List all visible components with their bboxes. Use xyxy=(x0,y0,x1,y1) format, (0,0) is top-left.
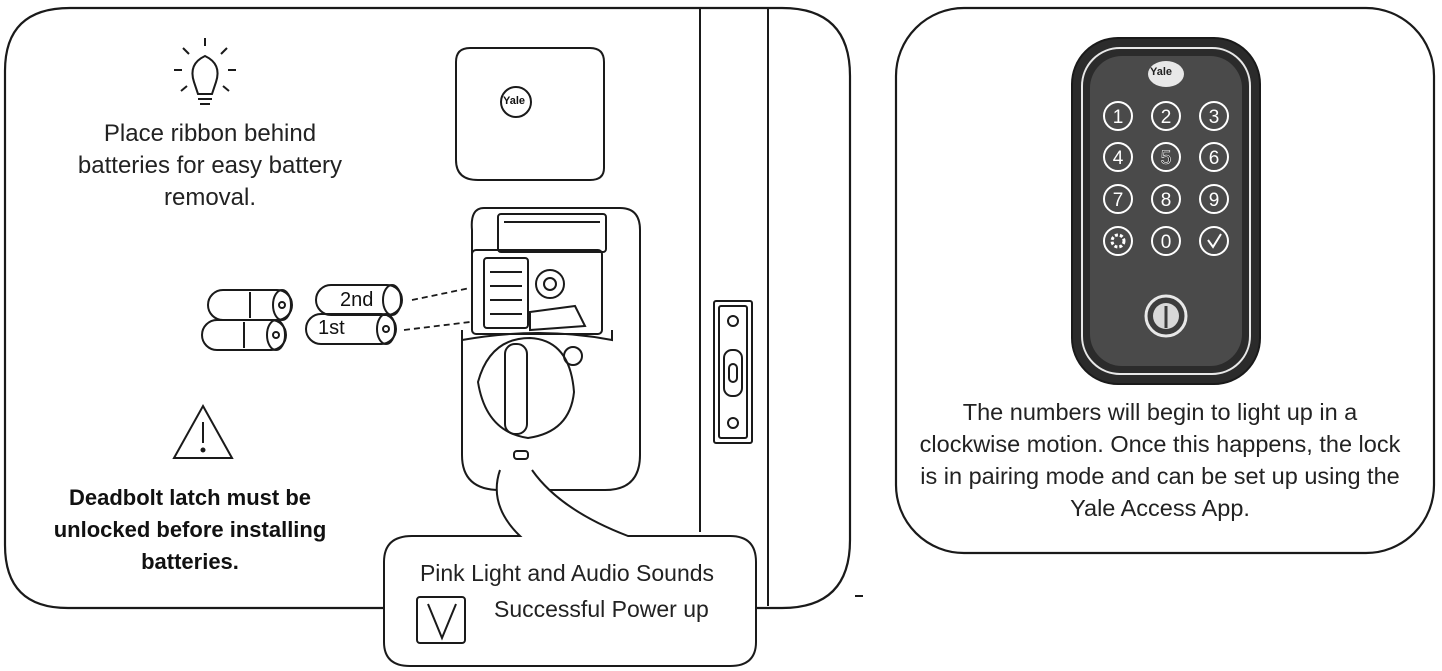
tip-text: Place ribbon behind batteries for easy b… xyxy=(77,120,343,211)
cover-brand-logo: Yale xyxy=(503,95,526,107)
callout-line-2: Successful Power up xyxy=(494,596,709,622)
keypad-key-label: 9 xyxy=(1209,190,1220,211)
keypad-key-label: 3 xyxy=(1209,107,1220,128)
lock-body xyxy=(461,207,641,491)
keypad-key: 9 xyxy=(1199,184,1229,214)
battery-cover xyxy=(455,47,605,181)
warning-triangle-icon xyxy=(172,403,234,459)
insert-guide-line xyxy=(403,321,471,331)
keypad-key: 1 xyxy=(1103,101,1133,131)
callout-line-1: Pink Light and Audio Sounds xyxy=(419,560,715,586)
keypad-key: 6 xyxy=(1199,142,1229,172)
keypad-key: 7 xyxy=(1103,184,1133,214)
spare-battery xyxy=(201,319,287,351)
keypad-key-label: 1 xyxy=(1113,107,1124,128)
keypad-key-label: 2 xyxy=(1161,107,1172,128)
checkmark-icon xyxy=(416,596,466,644)
strike-plate xyxy=(713,300,753,444)
pairing-description: The numbers will begin to light up in a … xyxy=(919,399,1401,521)
battery-1st xyxy=(305,313,397,345)
keypad-key: 0 xyxy=(1151,226,1181,256)
keypad-logo xyxy=(1148,61,1184,87)
keypad-key-label: 0 xyxy=(1161,232,1172,253)
battery-2nd-label: 2nd xyxy=(340,289,374,311)
keypad-key: 5 xyxy=(1151,142,1181,172)
keypad-brand-logo: Yale xyxy=(1150,66,1173,78)
warning-text: Deadbolt latch must be unlocked before i… xyxy=(53,485,327,574)
spare-battery xyxy=(207,289,293,321)
keypad-lock: 1 2 3 4 5 6 7 8 9 0 xyxy=(1071,37,1261,385)
keypad-key-label: 4 xyxy=(1113,148,1124,169)
callout-bubble xyxy=(383,469,757,667)
keypad-key: 2 xyxy=(1151,101,1181,131)
key-icon xyxy=(1144,294,1188,338)
insert-guide-line xyxy=(411,287,471,301)
keypad-key: 8 xyxy=(1151,184,1181,214)
keypad-key-label: 6 xyxy=(1209,148,1220,169)
battery-1st-label: 1st xyxy=(318,317,345,339)
keypad-key-label: 7 xyxy=(1113,190,1124,211)
gear-icon xyxy=(1103,226,1133,256)
right-panel-frame xyxy=(894,6,1436,555)
keypad-keys: 1 2 3 4 5 6 7 8 9 0 xyxy=(1103,101,1229,256)
lightbulb-icon xyxy=(174,38,236,105)
left-panel-frame xyxy=(3,6,852,610)
keypad-key-label: 8 xyxy=(1161,190,1172,211)
keypad-key: 3 xyxy=(1199,101,1229,131)
checkmark-icon xyxy=(1199,226,1229,256)
keypad-key-label: 5 xyxy=(1161,148,1172,169)
keypad-key: 4 xyxy=(1103,142,1133,172)
